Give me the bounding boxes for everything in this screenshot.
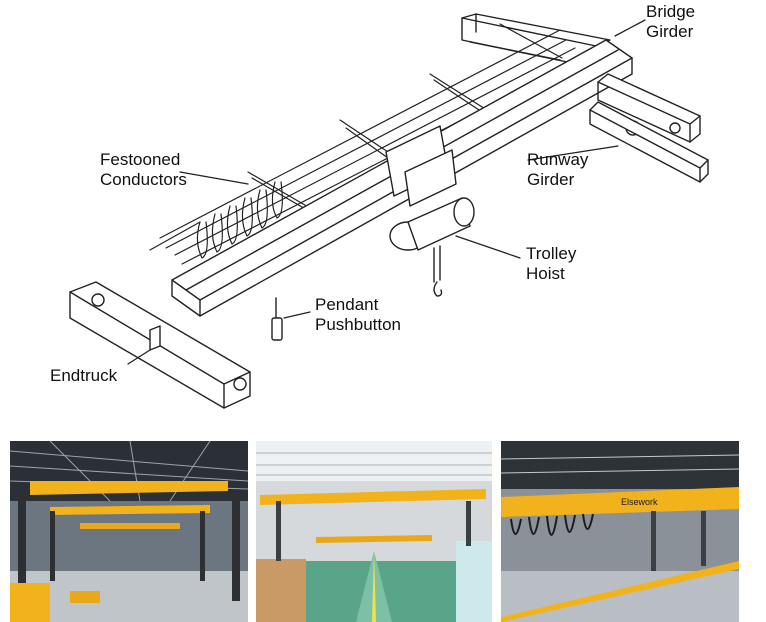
pendant-pushbutton-label-line2: Pushbutton <box>315 315 402 334</box>
pendant-pushbutton-label-line1: Pendant <box>315 295 379 314</box>
trolley-hoist <box>385 125 475 297</box>
trolley-hoist-label-line1: Trolley <box>526 244 577 263</box>
festooned-conductor-loops <box>196 181 283 259</box>
runway-girder-label-line2: Girder <box>527 170 575 189</box>
left-endtruck <box>69 281 251 409</box>
trolley-hoist-label-line2: Hoist <box>526 264 565 283</box>
leader-lines <box>127 19 646 365</box>
bridge-girder-label: Bridge Girder <box>646 2 695 42</box>
photo3-brand-text: Elsework <box>621 497 658 507</box>
festooned-conductors-label-line2: Conductors <box>100 170 187 189</box>
photo-factory-crane-2 <box>256 441 492 622</box>
festoon-rails <box>149 23 583 265</box>
bridge-girder-label-line2: Girder <box>646 22 694 41</box>
photo-crane-festoon: Elsework <box>501 441 739 622</box>
photo-factory-crane-1 <box>10 441 248 622</box>
endtruck-label: Endtruck <box>50 366 118 385</box>
pendant-pushbutton <box>271 297 283 341</box>
runway-girder-label-line1: Runway <box>527 150 589 169</box>
runway-girder <box>589 101 709 183</box>
back-runway-rail <box>461 13 611 69</box>
bridge-girder-label-line1: Bridge <box>646 2 696 21</box>
crane-line-diagram <box>69 13 709 409</box>
festooned-conductors-label: Festooned Conductors <box>100 150 187 190</box>
trolley-hoist-label: Trolley Hoist <box>526 244 576 284</box>
runway-girder-label: Runway Girder <box>527 150 588 190</box>
pendant-pushbutton-label: Pendant Pushbutton <box>315 295 401 335</box>
festooned-conductors-label-line1: Festooned <box>100 150 181 169</box>
